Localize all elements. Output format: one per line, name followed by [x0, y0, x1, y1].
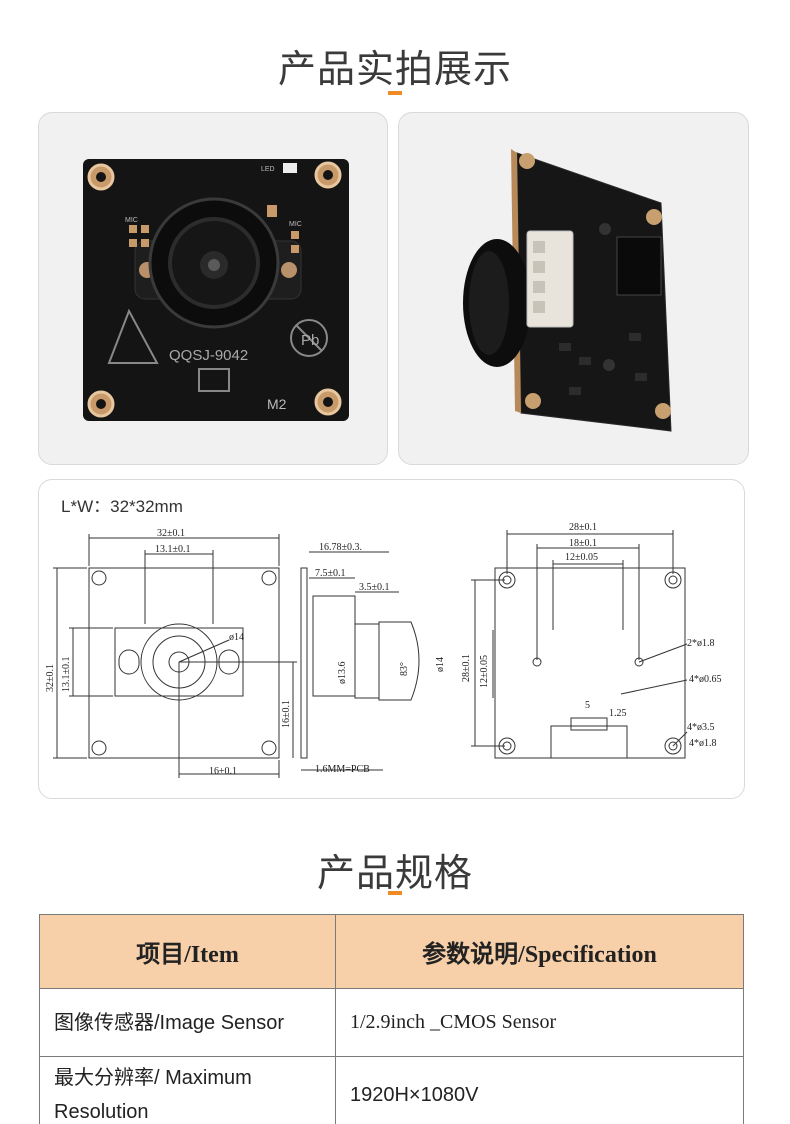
- dim-front-lens-span-v: 13.1±0.1: [61, 657, 72, 693]
- dim-back-hole-span: 28±0.1: [569, 522, 597, 533]
- silk-mic-right: MIC: [289, 221, 302, 228]
- product-photo-angled: [398, 112, 749, 465]
- silk-model: QQSJ-9042: [169, 347, 248, 364]
- spec-item: 最大分辨率/ Maximum Resolution: [39, 1056, 336, 1124]
- silk-version: M2: [267, 396, 287, 412]
- spec-value: 1/2.9inch _CMOS Sensor: [335, 988, 744, 1057]
- dimension-drawing-card: L*W：32*32mm: [38, 479, 745, 799]
- dim-back-inner1: 18±0.1: [569, 538, 597, 549]
- spec-title-accent: [388, 891, 402, 895]
- dim-back-inner2: 12±0.05: [565, 552, 598, 563]
- dim-back-height2: 12±0.05: [479, 655, 490, 688]
- silk-mic-left: MIC: [125, 217, 138, 224]
- dim-front-lens-dia: ø14: [229, 632, 244, 643]
- dim-front-offset-h: 16±0.1: [209, 766, 237, 777]
- dim-side-pcb: 1.6MM=PCB: [315, 764, 370, 775]
- header-item: 项目/Item: [39, 914, 336, 989]
- dim-back-holes4: 4*ø1.8: [689, 738, 717, 749]
- header-spec: 参数说明/Specification: [335, 914, 744, 989]
- camera-board-front-illustration: Pb QQSJ-9042 LED MIC MIC M2: [83, 159, 349, 421]
- spec-value: 1920H×1080V: [335, 1056, 744, 1124]
- dim-side-part2: 3.5±0.1: [359, 582, 390, 593]
- dim-back-holes2: 4*ø0.65: [689, 674, 722, 685]
- product-photo-front: Pb QQSJ-9042 LED MIC MIC M2: [38, 112, 388, 465]
- camera-board-angled-illustration: [463, 149, 672, 432]
- size-label: L*W：32*32mm: [61, 497, 183, 516]
- dim-side-barrel: ø13.6: [337, 662, 348, 685]
- dim-back-height: 28±0.1: [461, 654, 472, 682]
- dimension-drawing: 32±0.1 13.1±0.1 ø14 16±0.1 32±0.1 13.1±0…: [45, 522, 722, 778]
- pb-mark: Pb: [301, 332, 319, 349]
- dim-side-part1: 7.5±0.1: [315, 568, 346, 579]
- dim-front-width: 32±0.1: [157, 528, 185, 539]
- dim-side-angle: 83°: [399, 662, 410, 676]
- dim-back-pin-w: 5: [585, 700, 590, 711]
- dim-front-height: 32±0.1: [45, 664, 56, 692]
- spec-table-header: 项目/Item 参数说明/Specification: [39, 914, 744, 989]
- dim-back-holes3: 4*ø3.5: [687, 722, 715, 733]
- dim-back-holes1: 2*ø1.8: [687, 638, 715, 649]
- table-row: 图像传感器/Image Sensor 1/2.9inch _CMOS Senso…: [39, 988, 744, 1057]
- photos-section-title: 产品实拍展示: [277, 47, 512, 91]
- dim-side-total: 16.78±0.3.: [319, 542, 362, 553]
- spec-section-title: 产品规格: [316, 851, 473, 895]
- silk-led: LED: [261, 166, 275, 173]
- dim-back-pin-pitch: 1.25: [609, 708, 627, 719]
- dim-front-lens-span: 13.1±0.1: [155, 544, 191, 555]
- table-row: 最大分辨率/ Maximum Resolution 1920H×1080V: [39, 1056, 744, 1124]
- spec-item: 图像传感器/Image Sensor: [39, 988, 336, 1057]
- spec-table: 项目/Item 参数说明/Specification 图像传感器/Image S…: [39, 914, 744, 1124]
- photos-title-accent: [388, 91, 402, 95]
- dim-front-offset-v: 16±0.1: [281, 700, 292, 728]
- dim-side-lens: ø14: [435, 657, 446, 672]
